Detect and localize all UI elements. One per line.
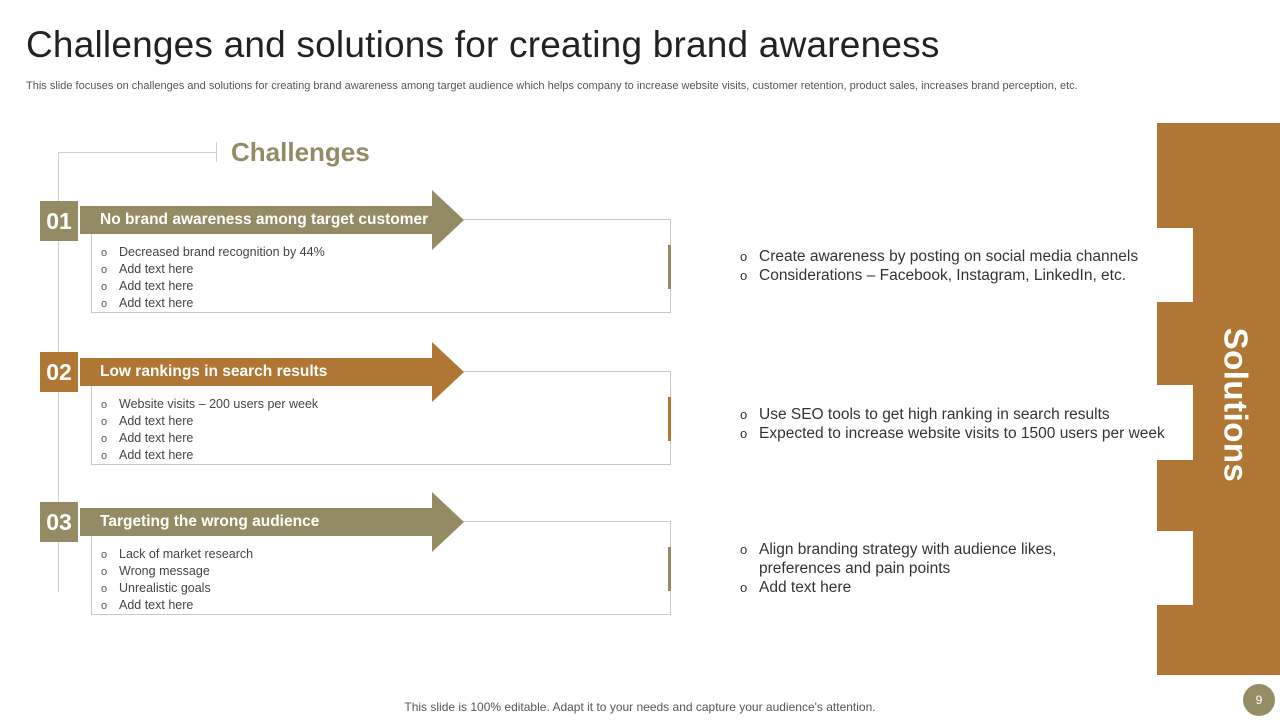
list-item: Align branding strategy with audience li… <box>740 540 1100 578</box>
challenge-number-3: 03 <box>40 502 78 542</box>
box-marker <box>668 397 671 441</box>
slide-subtitle: This slide focuses on challenges and sol… <box>26 80 1078 92</box>
box-marker <box>668 547 671 591</box>
box-marker <box>668 245 671 289</box>
challenge-bullets-1: Decreased brand recognition by 44% Add t… <box>101 244 325 312</box>
challenge-title-2: Low rankings in search results <box>100 363 328 380</box>
list-item: Wrong message <box>101 563 253 580</box>
list-item: Add text here <box>101 430 318 447</box>
arrow-shape <box>80 492 464 552</box>
list-item: Add text here <box>101 413 318 430</box>
list-item: Create awareness by posting on social me… <box>740 247 1190 266</box>
arrow-shape <box>80 342 464 402</box>
footer-note: This slide is 100% editable. Adapt it to… <box>404 700 876 714</box>
list-item: Add text here <box>740 578 1100 597</box>
solution-list-2: Use SEO tools to get high ranking in sea… <box>740 405 1190 443</box>
challenge-title-1: No brand awareness among target customer <box>100 211 429 228</box>
challenge-title-3: Targeting the wrong audience <box>100 513 320 530</box>
list-item: Add text here <box>101 295 325 312</box>
challenges-heading: Challenges <box>231 137 370 167</box>
challenge-arrow-2: Low rankings in search results <box>80 342 464 402</box>
challenge-bullets-3: Lack of market research Wrong message Un… <box>101 546 253 614</box>
list-item: Website visits – 200 users per week <box>101 396 318 413</box>
solution-list-1: Create awareness by posting on social me… <box>740 247 1190 285</box>
challenge-arrow-3: Targeting the wrong audience <box>80 492 464 552</box>
challenge-number-1: 01 <box>40 201 78 241</box>
challenge-arrow-1: No brand awareness among target customer <box>80 190 464 250</box>
list-item: Use SEO tools to get high ranking in sea… <box>740 405 1190 424</box>
list-item: Unrealistic goals <box>101 580 253 597</box>
solutions-label-text: Solutions <box>1217 327 1255 483</box>
list-item: Considerations – Facebook, Instagram, Li… <box>740 266 1190 285</box>
list-item: Decreased brand recognition by 44% <box>101 244 325 261</box>
arrow-shape <box>80 190 464 250</box>
list-item: Add text here <box>101 447 318 464</box>
slide-title: Challenges and solutions for creating br… <box>26 24 940 65</box>
challenge-box-1: Decreased brand recognition by 44% Add t… <box>91 219 671 313</box>
challenge-number-2: 02 <box>40 352 78 392</box>
list-item: Add text here <box>101 278 325 295</box>
list-item: Expected to increase website visits to 1… <box>740 424 1190 443</box>
page-number: 9 <box>1243 684 1275 716</box>
solutions-side-band <box>1157 123 1280 675</box>
challenge-bullets-2: Website visits – 200 users per week Add … <box>101 396 318 464</box>
solutions-label: Solutions <box>1200 280 1270 530</box>
solution-list-3: Align branding strategy with audience li… <box>740 540 1100 597</box>
connector-tick <box>216 142 217 162</box>
connector-line <box>58 152 216 153</box>
list-item: Add text here <box>101 597 253 614</box>
list-item: Lack of market research <box>101 546 253 563</box>
challenge-box-3: Lack of market research Wrong message Un… <box>91 521 671 615</box>
challenge-box-2: Website visits – 200 users per week Add … <box>91 371 671 465</box>
list-item: Add text here <box>101 261 325 278</box>
